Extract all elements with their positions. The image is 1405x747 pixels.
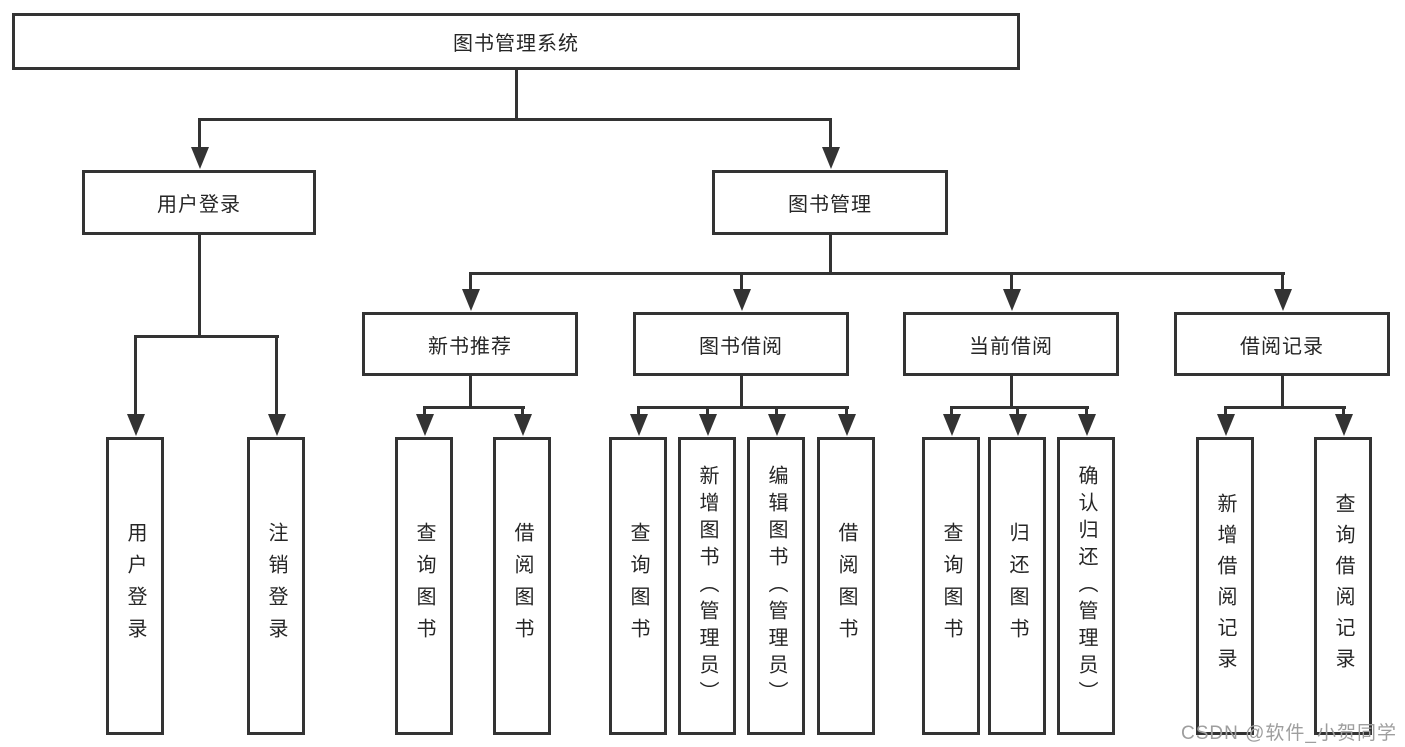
node-leaf-return-books: 归还图书 <box>988 437 1046 735</box>
connector-book-borrow-branch-line <box>637 406 849 409</box>
connector-book-mgmt-stem <box>829 233 832 275</box>
connector-new-book-rec-stem <box>469 376 472 409</box>
arrow-to-leaf-add-books <box>706 406 709 415</box>
node-book-mgmt: 图书管理 <box>712 170 948 235</box>
node-leaf-query-books-3: 查询图书 <box>922 437 980 735</box>
node-user-login: 用户登录 <box>82 170 316 235</box>
node-user-login-label: 用户登录 <box>157 194 241 216</box>
node-current-borrow-label: 当前借阅 <box>969 335 1053 358</box>
node-leaf-query-books-2-label: 查询图书 <box>627 522 649 650</box>
arrow-to-leaf-logout <box>275 335 278 415</box>
connector-borrow-records-branch-line <box>1224 406 1346 409</box>
arrow-to-leaf-borrow-books-2 <box>845 406 848 415</box>
node-leaf-borrow-books-1-label: 借阅图书 <box>511 522 533 650</box>
node-book-mgmt-label: 图书管理 <box>788 194 872 216</box>
arrow-to-current-borrow <box>1010 272 1013 290</box>
connector-new-book-rec-branch-line <box>423 406 525 409</box>
node-leaf-borrow-books-2: 借阅图书 <box>817 437 875 735</box>
node-leaf-logout-label: 注销登录 <box>265 522 287 650</box>
node-root-label: 图书管理系统 <box>453 33 579 55</box>
arrow-to-leaf-query-books-1 <box>423 406 426 415</box>
node-leaf-query-books-3-label: 查询图书 <box>940 522 962 650</box>
node-leaf-add-borrow-record: 新增借阅记录 <box>1196 437 1254 735</box>
node-leaf-user-login: 用户登录 <box>106 437 164 735</box>
node-leaf-add-books-label: 新增图书（管理员） <box>696 464 718 708</box>
connector-borrow-records-stem <box>1281 376 1284 409</box>
connector-current-borrow-stem <box>1010 376 1013 409</box>
node-leaf-return-books-label: 归还图书 <box>1006 522 1028 650</box>
node-leaf-query-borrow-record-label: 查询借阅记录 <box>1332 493 1354 679</box>
arrow-to-leaf-query-borrow-record <box>1342 406 1345 415</box>
arrow-to-leaf-user-login <box>134 335 137 415</box>
node-leaf-user-login-label: 用户登录 <box>124 522 146 650</box>
connector-user-login-branch-line <box>134 335 279 338</box>
node-new-book-rec: 新书推荐 <box>362 312 578 376</box>
connector-root-branch-line <box>198 118 832 121</box>
arrow-to-leaf-borrow-books-1 <box>521 406 524 415</box>
node-leaf-borrow-books-2-label: 借阅图书 <box>835 522 857 650</box>
node-leaf-borrow-books-1: 借阅图书 <box>493 437 551 735</box>
node-leaf-confirm-return: 确认归还（管理员） <box>1057 437 1115 735</box>
node-borrow-records: 借阅记录 <box>1174 312 1390 376</box>
node-current-borrow: 当前借阅 <box>903 312 1119 376</box>
arrow-to-book-borrow <box>740 272 743 290</box>
arrow-to-leaf-confirm-return <box>1085 406 1088 415</box>
node-leaf-add-borrow-record-label: 新增借阅记录 <box>1214 493 1236 679</box>
csdn-watermark: CSDN @软件_小贺同学 <box>1181 723 1397 744</box>
arrow-to-leaf-edit-books <box>775 406 778 415</box>
node-borrow-records-label: 借阅记录 <box>1240 335 1324 358</box>
connector-book-mgmt-branch-line <box>469 272 1285 275</box>
node-leaf-confirm-return-label: 确认归还（管理员） <box>1075 464 1097 708</box>
node-leaf-query-borrow-record: 查询借阅记录 <box>1314 437 1372 735</box>
node-leaf-edit-books-label: 编辑图书（管理员） <box>765 464 787 708</box>
node-book-borrow: 图书借阅 <box>633 312 849 376</box>
arrow-to-borrow-records <box>1281 272 1284 290</box>
node-leaf-edit-books: 编辑图书（管理员） <box>747 437 805 735</box>
node-new-book-rec-label: 新书推荐 <box>428 335 512 358</box>
arrow-to-new-book-rec <box>469 272 472 290</box>
connector-book-borrow-stem <box>740 376 743 409</box>
connector-user-login-stem <box>198 233 201 338</box>
node-leaf-query-books-2: 查询图书 <box>609 437 667 735</box>
node-leaf-logout: 注销登录 <box>247 437 305 735</box>
node-leaf-query-books-1-label: 查询图书 <box>413 522 435 650</box>
node-leaf-add-books: 新增图书（管理员） <box>678 437 736 735</box>
node-leaf-query-books-1: 查询图书 <box>395 437 453 735</box>
connector-root-stem <box>515 70 518 120</box>
arrow-to-leaf-query-books-2 <box>637 406 640 415</box>
arrow-to-user-login <box>198 118 201 148</box>
arrow-to-leaf-add-borrow-record <box>1224 406 1227 415</box>
arrow-to-leaf-query-books-3 <box>950 406 953 415</box>
arrow-to-book-mgmt <box>829 118 832 148</box>
arrow-to-leaf-return-books <box>1016 406 1019 415</box>
connector-current-borrow-branch-line <box>950 406 1089 409</box>
node-root: 图书管理系统 <box>12 13 1020 70</box>
node-book-borrow-label: 图书借阅 <box>699 335 783 358</box>
